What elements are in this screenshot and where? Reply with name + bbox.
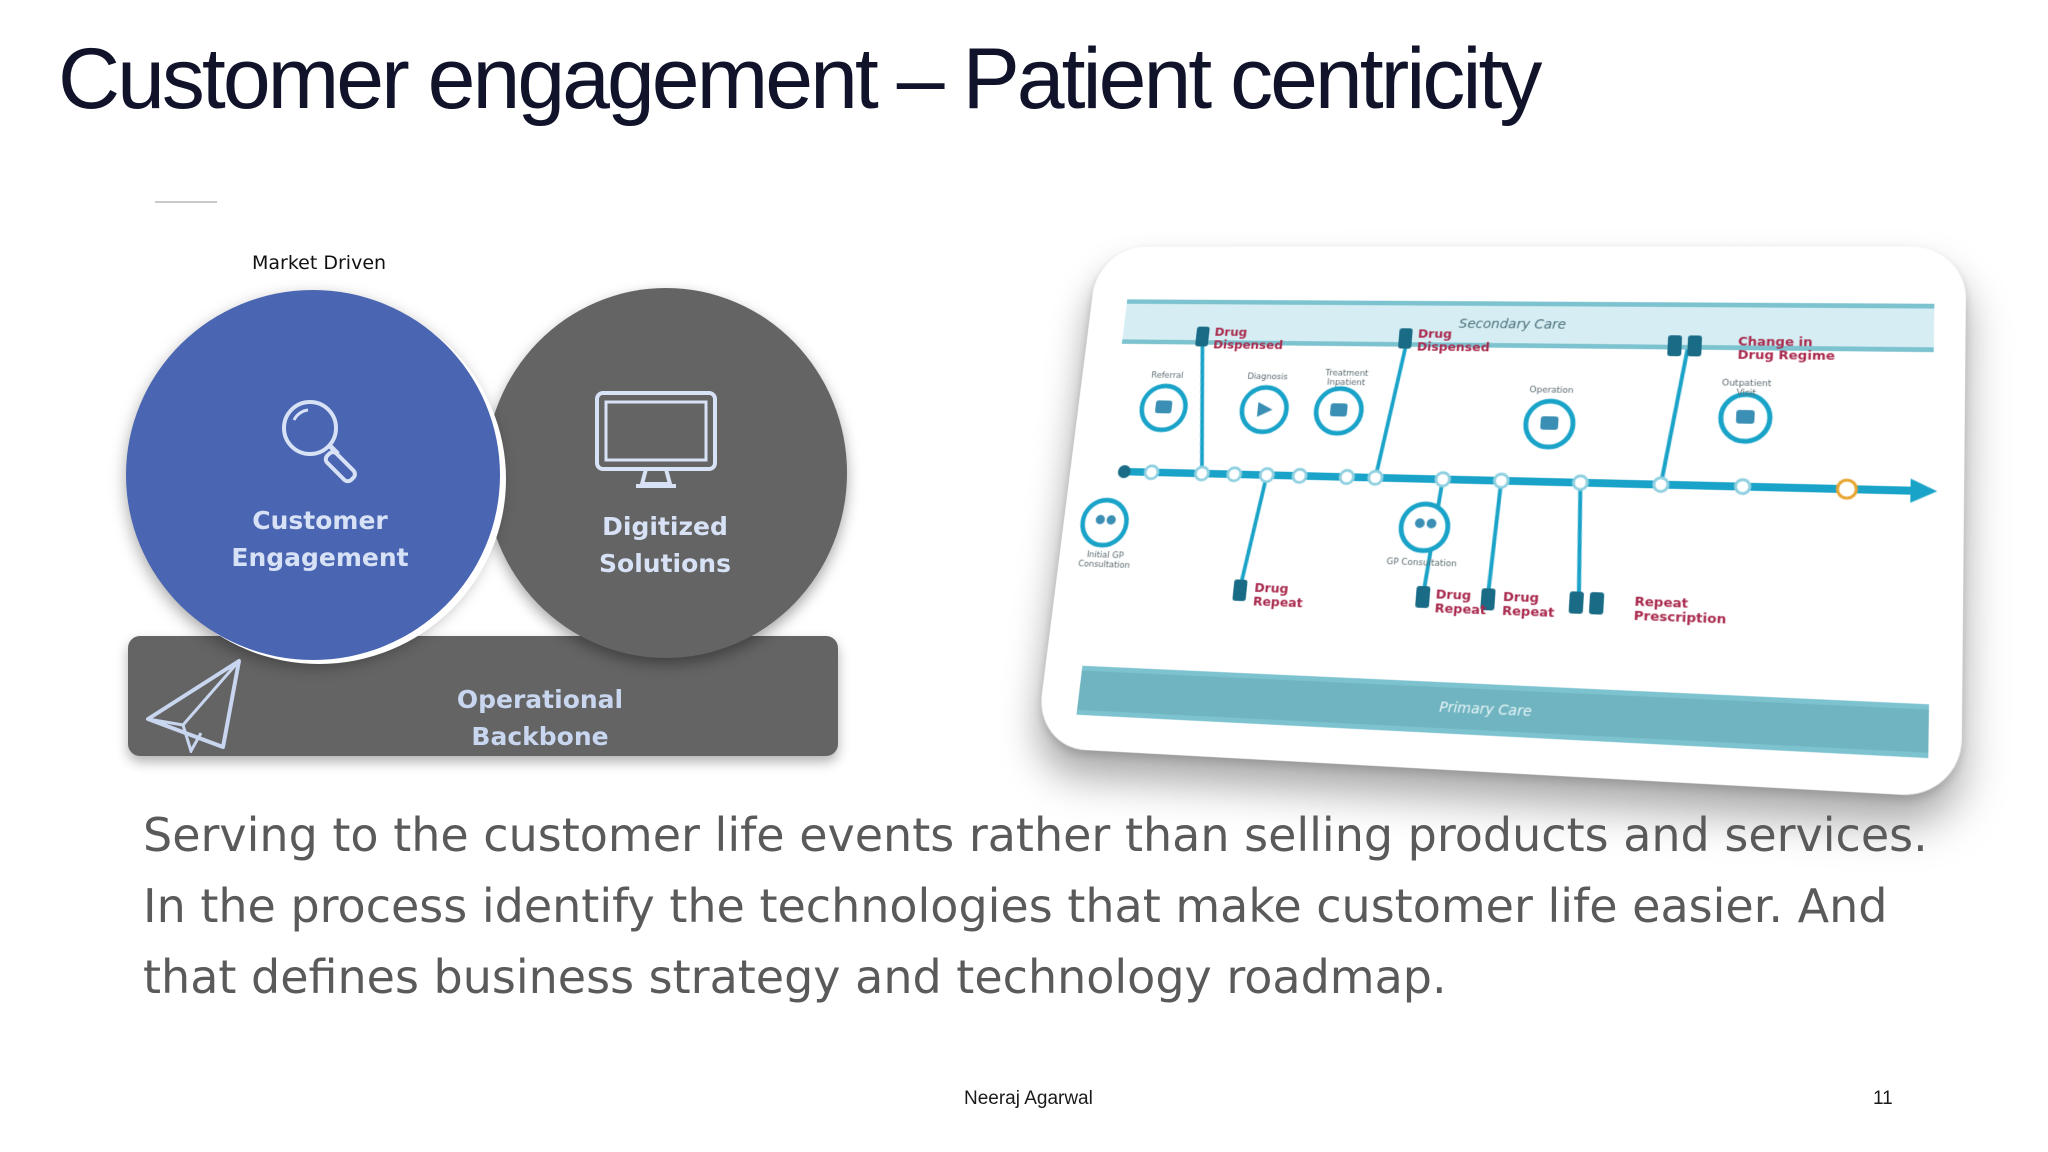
repeat-prescription-label: Repeat Prescription (1633, 596, 1727, 628)
customer-engagement-label: Customer Engagement (200, 502, 440, 576)
drug-dispensed-label-1: Drug Dispensed (1213, 327, 1285, 353)
footer-author: Neeraj Agarwal (964, 1088, 1093, 1110)
drug-repeat-label-3: Drug Repeat (1502, 591, 1556, 621)
drug-repeat-label-1: Drug Repeat (1252, 582, 1304, 611)
change-regime-label: Change in Drug Regime (1737, 336, 1835, 364)
operation-label: Operation (1522, 386, 1581, 396)
market-driven-label: Market Driven (252, 252, 386, 274)
page-number: 11 (1873, 1088, 1893, 1110)
treatment-label: Treatment Inpatient (1317, 369, 1375, 388)
drug-dispensed-label-2: Drug Dispensed (1416, 328, 1491, 355)
initial-gp-label: Initial GP Consultation (1067, 550, 1142, 571)
body-text: Serving to the customer life events rath… (143, 800, 1933, 1013)
slide-title: Customer engagement – Patient centricity (58, 30, 1539, 129)
paper-plane-icon (143, 655, 248, 753)
diagnosis-label: Diagnosis (1244, 372, 1291, 382)
digitized-solutions-label: Digitized Solutions (535, 508, 795, 582)
referral-label: Referral (1144, 371, 1190, 381)
monitor-icon (592, 388, 722, 493)
magnifier-icon (270, 390, 380, 490)
title-accent-line (155, 201, 217, 203)
operational-backbone-label: Operational Backbone (390, 681, 690, 755)
outpatient-label: Outpatient Visit (1710, 379, 1782, 399)
patient-journey-diagram: Secondary Care (1035, 246, 1966, 798)
drug-repeat-label-2: Drug Repeat (1434, 589, 1487, 619)
